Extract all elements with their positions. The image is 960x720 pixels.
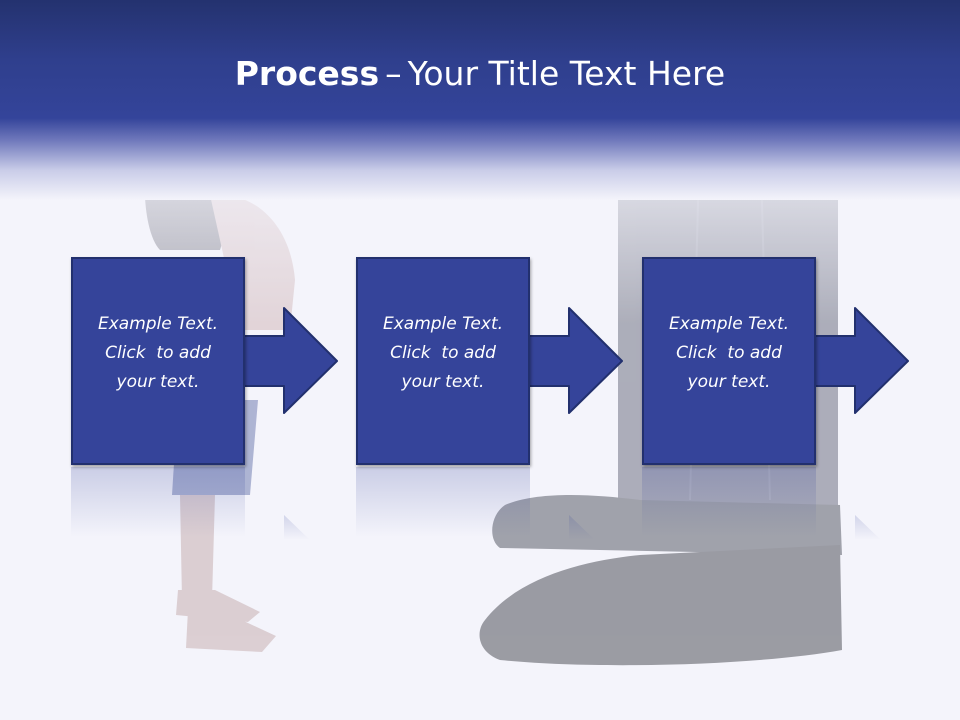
step-2-reflection	[356, 467, 530, 537]
arrow-2-reflection	[569, 515, 595, 540]
step-3-reflection	[642, 467, 816, 537]
arrow-1-reflection	[284, 515, 310, 540]
title-dash: –	[385, 54, 402, 93]
step-3-line-3: your text.	[687, 372, 771, 392]
step-1-box[interactable]	[71, 257, 245, 465]
step-2-line-1: Example Text.	[382, 314, 504, 334]
title-bold-text: Process	[234, 54, 380, 93]
step-3-line-1: Example Text.	[668, 314, 790, 334]
step-1-text[interactable]: Example Text. Click to add your text.	[71, 310, 245, 397]
step-2-line-2: Click to add	[390, 343, 496, 363]
arrow-3-reflection	[855, 515, 881, 540]
step-3-box[interactable]	[642, 257, 816, 465]
step-1-line-2: Click to add	[105, 343, 211, 363]
arrow-3	[813, 307, 909, 414]
step-3-line-2: Click to add	[676, 343, 782, 363]
slide-title[interactable]: Process–Your Title Text Here	[0, 52, 960, 96]
step-3-text[interactable]: Example Text. Click to add your text.	[642, 310, 816, 397]
step-1-reflection	[71, 467, 245, 537]
arrow-2	[527, 307, 623, 414]
arrow-1	[242, 307, 338, 414]
step-1-line-3: your text.	[116, 372, 200, 392]
step-2-text[interactable]: Example Text. Click to add your text.	[356, 310, 530, 397]
title-rest-text: Your Title Text Here	[407, 54, 726, 93]
title-bar	[0, 0, 960, 200]
step-2-box[interactable]	[356, 257, 530, 465]
step-1-line-1: Example Text.	[97, 314, 219, 334]
step-2-line-3: your text.	[401, 372, 485, 392]
